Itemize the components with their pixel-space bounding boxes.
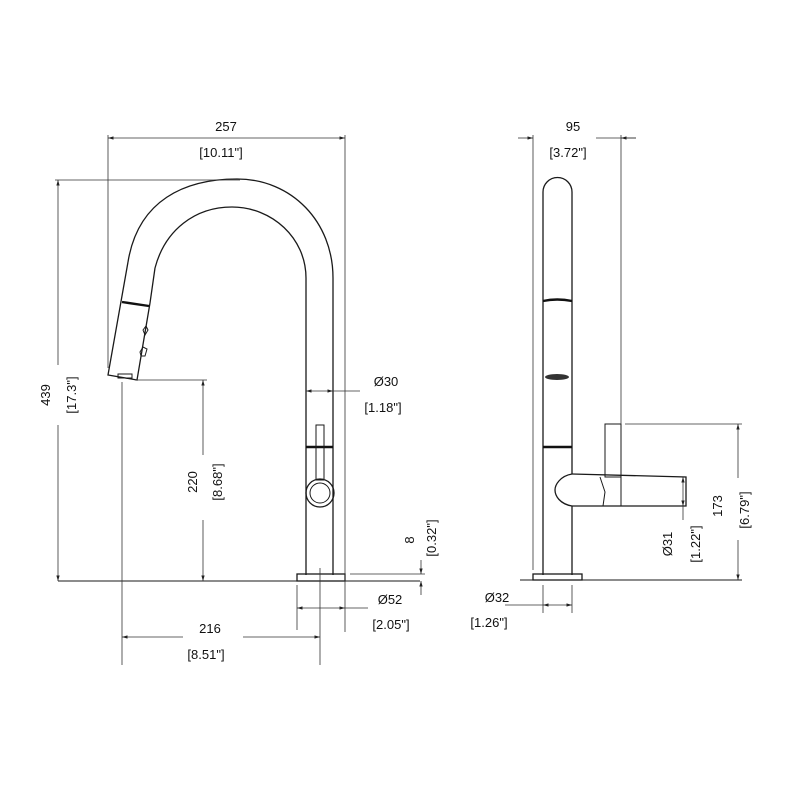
dim-label-reach-mm: 216 — [199, 621, 221, 636]
dim-label-width-mm: 257 — [215, 119, 237, 134]
dim-label-side-base-dia-in: [1.26"] — [470, 615, 507, 630]
side-view: 95 [3.72"] 173 [6.79"] Ø31 [1.22"] Ø32 [… — [470, 119, 752, 630]
spout-outer — [127, 178, 334, 575]
front-view: 257 [10.11"] 439 [17.3"] 220 [8.68"] Ø30… — [38, 119, 439, 665]
handle-lever — [315, 424, 325, 481]
dim-label-height-mm: 439 — [38, 384, 53, 406]
dim-label-body-dia-mm: Ø30 — [374, 374, 399, 389]
dim-label-handle-dia-in: [1.22"] — [688, 525, 703, 562]
dim-label-depth-in: [3.72"] — [549, 145, 586, 160]
dim-label-handle-height-in: [6.79"] — [737, 491, 752, 528]
dim-label-width-in: [10.11"] — [199, 145, 242, 160]
dim-label-spout-height-mm: 220 — [185, 471, 200, 493]
side-body — [542, 176, 573, 575]
dim-label-handle-height-mm: 173 — [710, 495, 725, 517]
handle-collar — [599, 476, 622, 507]
spray-nozzle — [117, 373, 133, 379]
dim-label-height-in: [17.3"] — [64, 376, 79, 413]
dim-label-body-dia-in: [1.18"] — [364, 400, 401, 415]
dim-label-base-thickness-in: [0.32"] — [424, 519, 439, 556]
dim-label-base-dia-in: [2.05"] — [372, 617, 409, 632]
spray-head — [107, 261, 156, 381]
dim-label-spout-height-in: [8.68"] — [210, 463, 225, 500]
handle-cylinder — [571, 473, 687, 507]
dim-label-handle-dia-mm: Ø31 — [660, 532, 675, 557]
spray-head-band — [121, 300, 150, 308]
handle-knob-inner — [309, 482, 331, 504]
dim-label-base-thickness-mm: 8 — [402, 536, 417, 543]
aerator-icon — [545, 374, 569, 380]
handle-dome — [554, 473, 573, 507]
side-base-plate — [532, 573, 583, 581]
dim-label-side-base-dia-mm: Ø32 — [485, 590, 510, 605]
spout-inner — [154, 206, 307, 575]
dim-label-depth-mm: 95 — [566, 119, 580, 134]
dim-label-reach-in: [8.51"] — [187, 647, 224, 662]
dim-label-base-dia-mm: Ø52 — [378, 592, 403, 607]
base-plate — [296, 573, 346, 582]
side-handle-lever — [604, 423, 622, 478]
spray-button-icon — [139, 325, 149, 357]
side-band-upper — [542, 298, 573, 303]
handle-knob-outer — [305, 478, 335, 508]
